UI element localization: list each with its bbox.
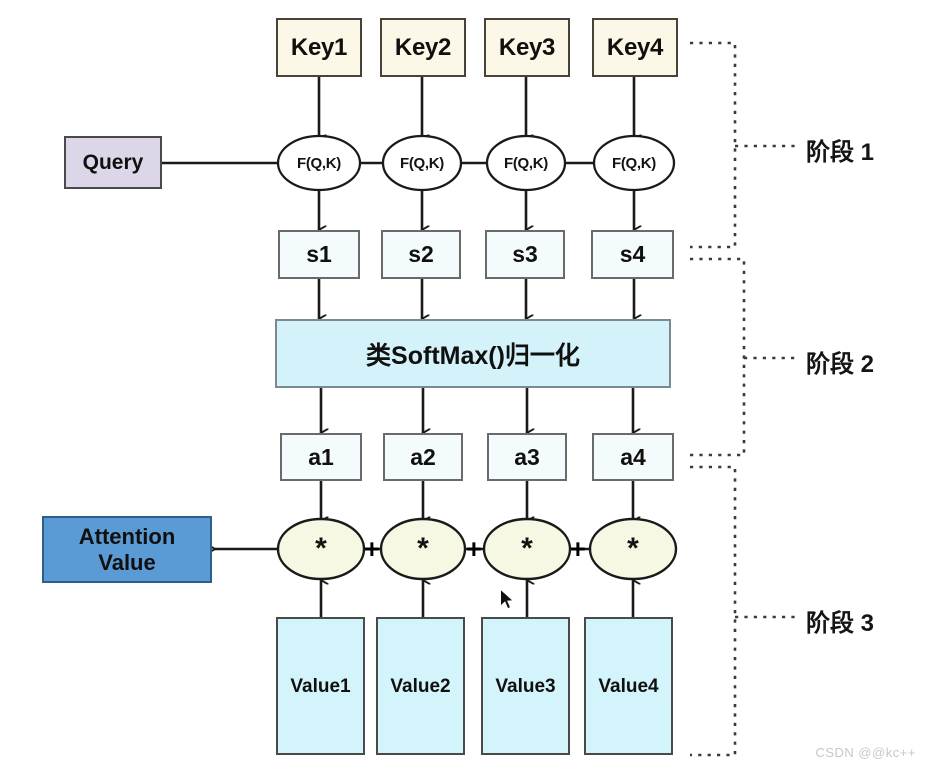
weight-label-a4: a4 [620,443,646,470]
weight-box-a1[interactable]: a1 [280,433,362,481]
key-box-2[interactable]: Key2 [380,18,466,77]
key-label-1: Key1 [290,33,348,61]
value-box-4[interactable]: Value4 [584,617,673,755]
key-label-4: Key4 [606,33,664,61]
value-label-1: Value1 [290,676,351,697]
score-label-s2: s2 [408,241,434,267]
value-label-4: Value4 [598,676,659,697]
value-box-1[interactable]: Value1 [276,617,365,755]
score-label-s4: s4 [619,241,646,267]
softmax-normalization-bar[interactable]: 类SoftMax()归一化 [275,319,671,388]
query-box[interactable]: Query [64,136,162,189]
plus-connector-1: + [364,534,380,564]
value-box-3[interactable]: Value3 [481,617,570,755]
key-box-3[interactable]: Key3 [484,18,570,77]
plus-connector-3: + [570,534,586,564]
weight-label-a1: a1 [308,443,334,470]
weight-box-a4[interactable]: a4 [592,433,674,481]
score-box-s2[interactable]: s2 [381,230,461,279]
score-label-s1: s1 [306,241,332,267]
score-label-s3: s3 [512,241,538,267]
stage-label-1: 阶段 1 [806,139,875,166]
weight-label-a3: a3 [514,443,540,470]
score-box-s3[interactable]: s3 [485,230,565,279]
query-label: Query [82,150,144,174]
attention-value-box[interactable]: Attention Value [42,516,212,583]
key-box-1[interactable]: Key1 [276,18,362,77]
watermark: CSDN @@kc++ [815,745,916,760]
weight-label-a2: a2 [410,443,436,470]
attention-value-line1: Attention [78,524,176,550]
weight-box-a2[interactable]: a2 [383,433,463,481]
attention-value-line2: Value [98,549,156,575]
score-box-s4[interactable]: s4 [591,230,674,279]
value-box-2[interactable]: Value2 [376,617,465,755]
value-label-2: Value2 [390,676,451,697]
value-label-3: Value3 [495,676,556,697]
key-label-2: Key2 [394,33,452,61]
softmax-label: 类SoftMax()归一化 [366,341,580,370]
key-box-4[interactable]: Key4 [592,18,678,77]
stage-label-3: 阶段 3 [806,610,875,637]
plus-connector-2: + [466,534,482,564]
key-label-3: Key3 [498,33,556,61]
stage-label-2: 阶段 2 [806,351,875,378]
score-box-s1[interactable]: s1 [278,230,360,279]
weight-box-a3[interactable]: a3 [487,433,567,481]
